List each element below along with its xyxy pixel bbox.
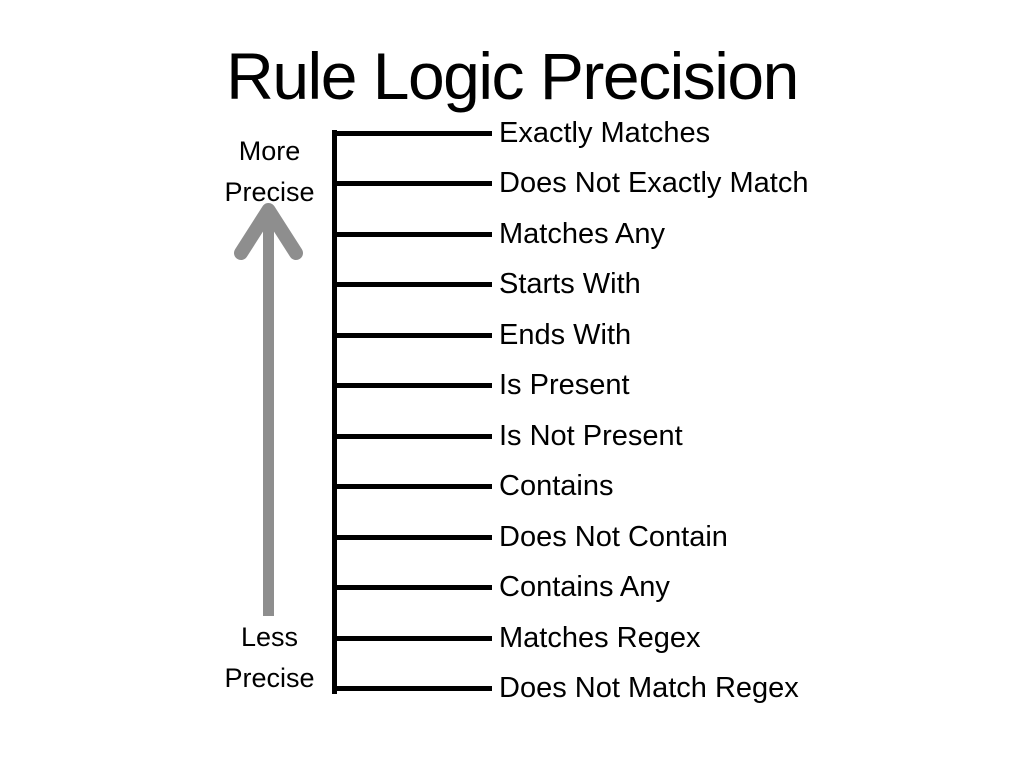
tick-line xyxy=(332,635,492,641)
ladder-row: Matches Regex xyxy=(332,621,701,655)
precision-ladder: Exactly Matches Does Not Exactly Match M… xyxy=(332,117,852,704)
less-precise-label: Less Precise xyxy=(202,617,337,699)
tick-line xyxy=(332,484,492,489)
ladder-row: Is Present xyxy=(332,369,630,403)
rule-label: Ends With xyxy=(499,318,632,351)
rule-label: Is Not Present xyxy=(499,419,683,452)
tick-line xyxy=(332,534,492,540)
tick-line xyxy=(332,282,492,287)
tick-line xyxy=(332,130,492,136)
arrow-head xyxy=(234,203,303,260)
tick-line xyxy=(332,686,492,691)
tick-line xyxy=(332,383,492,388)
rule-label: Matches Regex xyxy=(499,621,701,654)
ladder-row: Does Not Contain xyxy=(332,520,728,554)
rule-label: Matches Any xyxy=(499,217,666,250)
ladder-row: Ends With xyxy=(332,318,631,352)
page-title: Rule Logic Precision xyxy=(226,39,799,113)
more-precise-line1: More xyxy=(238,136,301,166)
rule-label: Exactly Matches xyxy=(499,116,711,149)
rule-label: Contains xyxy=(499,470,614,502)
tick-line xyxy=(332,585,492,590)
ladder-row: Contains Any xyxy=(332,571,670,605)
less-precise-line2: Precise xyxy=(224,663,315,693)
tick-line xyxy=(332,433,492,439)
ladder-row: Exactly Matches xyxy=(332,116,710,150)
rule-label: Is Present xyxy=(499,369,630,401)
rule-label: Contains Any xyxy=(499,571,670,603)
ladder-row: Does Not Exactly Match xyxy=(332,167,808,201)
less-precise-line1: Less xyxy=(240,622,299,652)
ladder-row: Contains xyxy=(332,470,613,504)
rule-label: Does Not Match Regex xyxy=(499,672,799,704)
ladder-row: Matches Any xyxy=(332,217,665,251)
rule-label: Does Not Contain xyxy=(499,520,728,553)
more-precise-label: More Precise xyxy=(202,131,337,213)
up-arrow-icon xyxy=(234,203,303,616)
ladder-row: Starts With xyxy=(332,268,641,302)
tick-line xyxy=(332,231,492,237)
rule-label: Does Not Exactly Match xyxy=(499,167,809,199)
ladder-row: Does Not Match Regex xyxy=(332,672,799,706)
tick-line xyxy=(332,332,492,338)
ladder-row: Is Not Present xyxy=(332,419,683,453)
ladder-spine xyxy=(332,130,337,694)
more-precise-line2: Precise xyxy=(224,177,315,207)
rule-label: Starts With xyxy=(499,268,641,300)
tick-line xyxy=(332,181,492,186)
